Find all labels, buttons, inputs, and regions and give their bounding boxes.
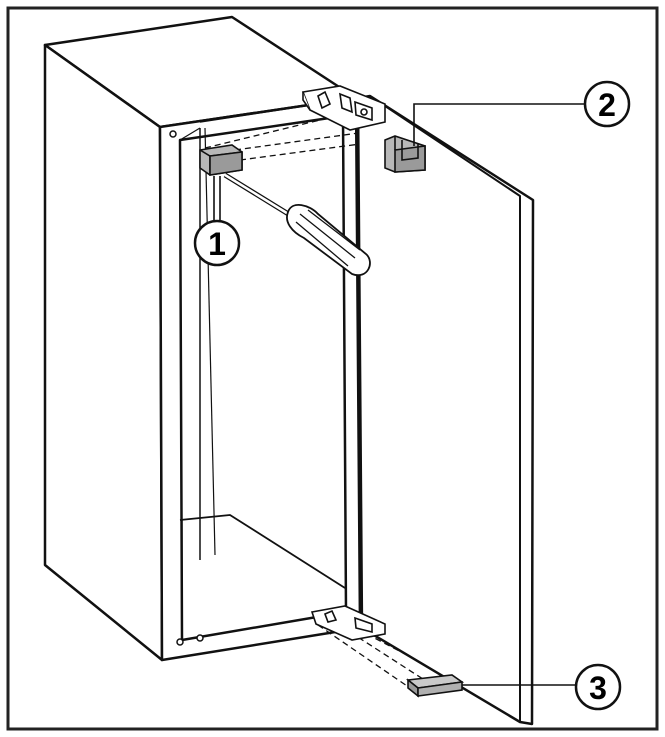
callout-2-label: 2 xyxy=(598,87,616,123)
callout-3: 3 xyxy=(574,663,622,711)
screwdriver-icon xyxy=(223,172,371,277)
diagram-frame xyxy=(6,6,659,731)
cabinet xyxy=(43,15,362,662)
callout-1: 1 xyxy=(193,219,241,267)
frame-screws xyxy=(169,130,204,646)
callout-2: 2 xyxy=(583,80,631,128)
top-hinge xyxy=(301,85,386,131)
callout-3-label: 3 xyxy=(589,670,607,706)
callout-1-label: 1 xyxy=(208,226,226,262)
part-2-bracket xyxy=(384,135,426,173)
bottom-hinge xyxy=(310,605,386,641)
part-1-bracket xyxy=(199,144,243,176)
callout-leaders xyxy=(213,103,585,686)
part-3-bar xyxy=(405,674,465,698)
